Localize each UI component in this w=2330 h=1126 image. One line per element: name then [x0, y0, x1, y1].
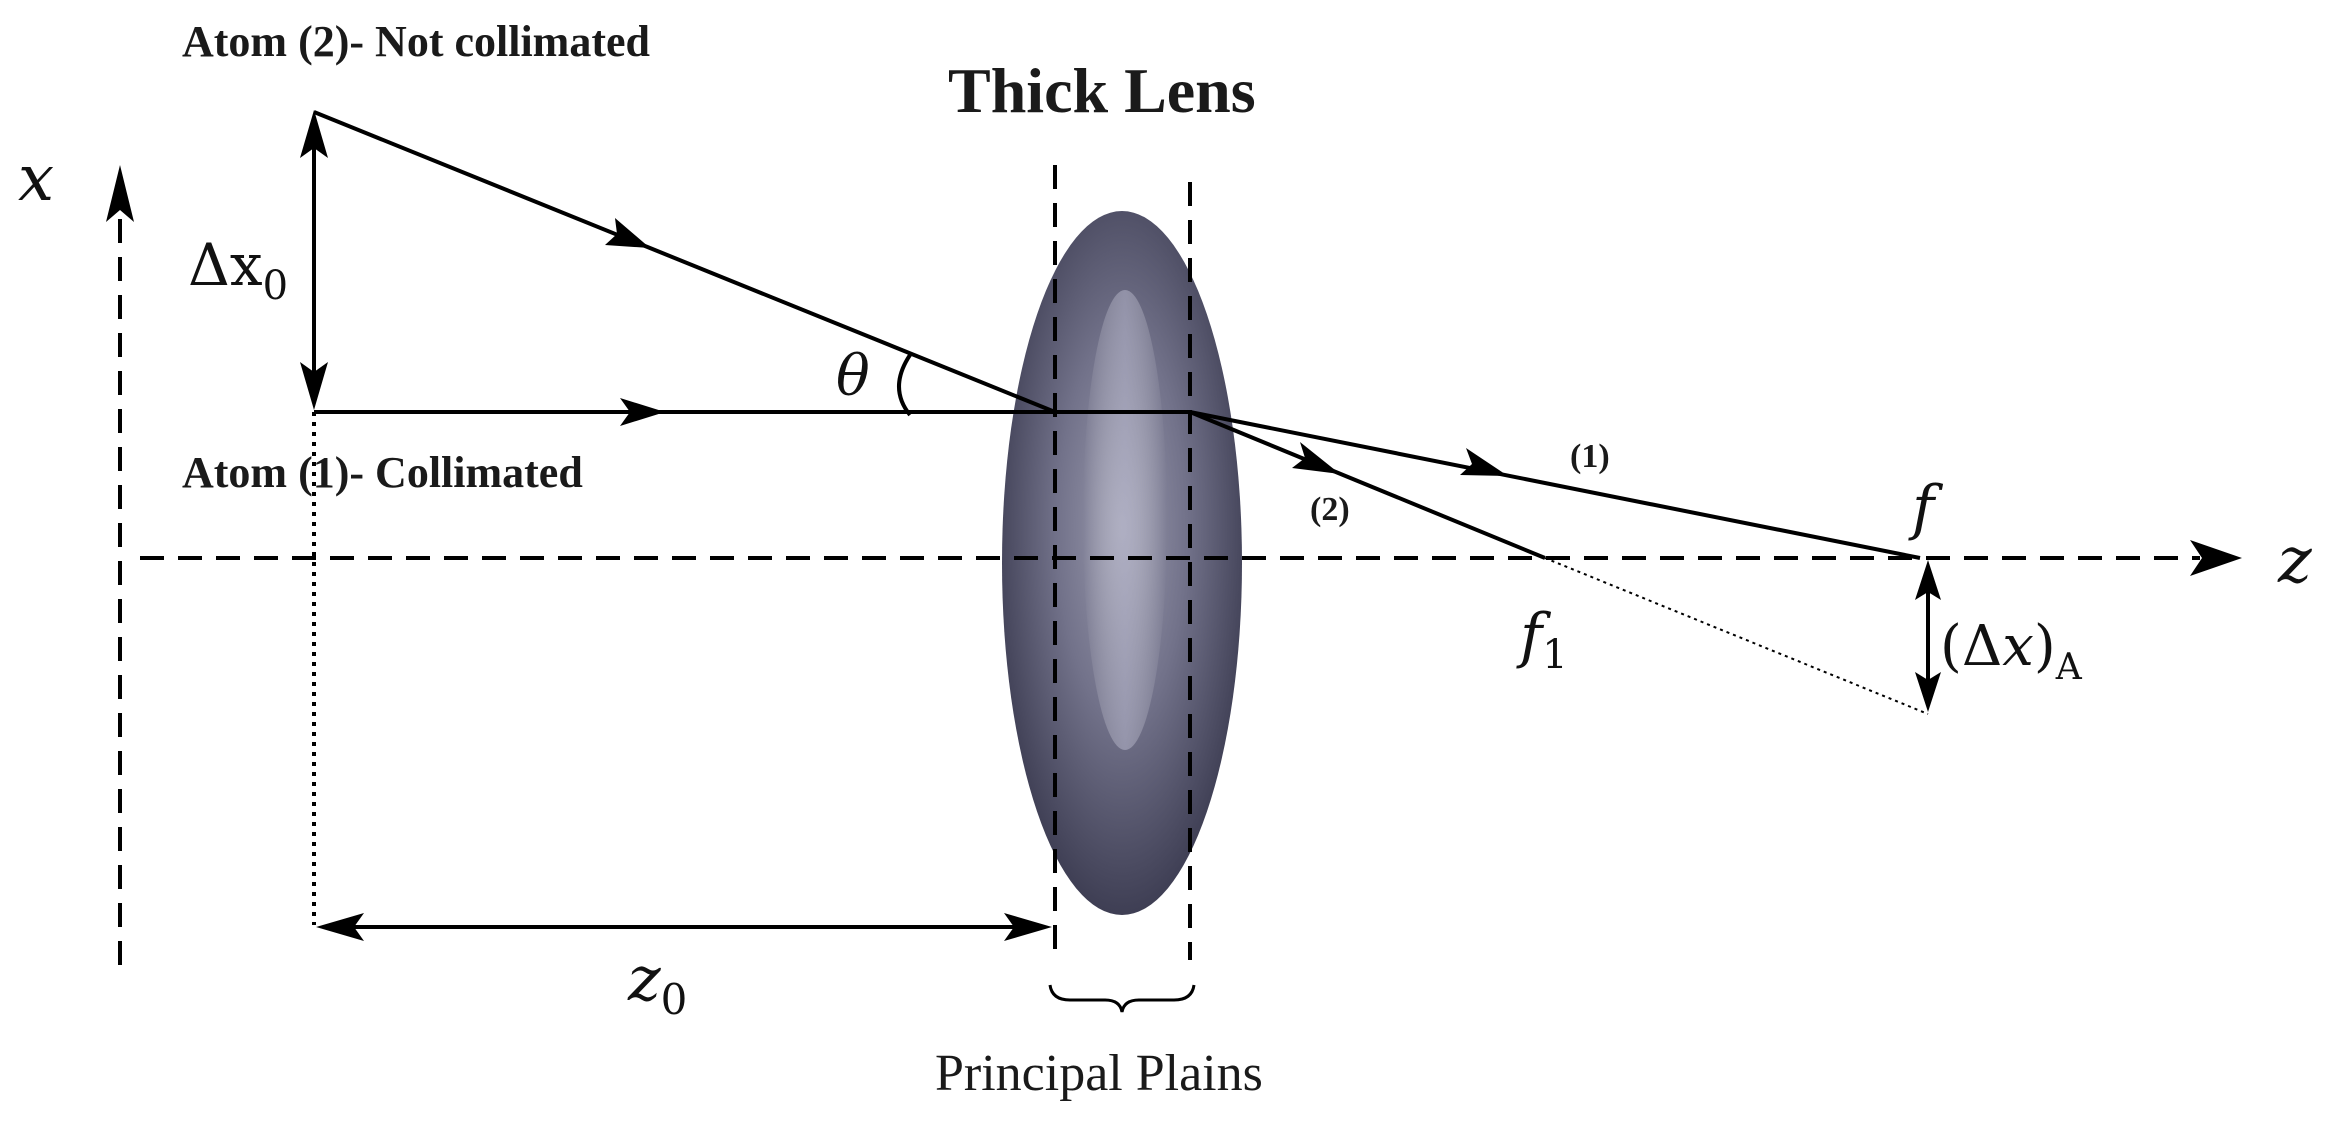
z0-subscript: 0 [661, 975, 688, 1024]
f-label: f [1908, 473, 1944, 543]
z-axis-arrowhead [2190, 540, 2242, 576]
delta-xA-arrowhead-bottom [1915, 672, 1941, 712]
delta-xA-close: ) [2034, 614, 2056, 679]
f1-label: f1 [1516, 601, 1568, 678]
lens-highlight [1083, 290, 1167, 750]
principal-planes-brace [1048, 984, 1196, 1013]
ray2-direction-arrow [605, 218, 650, 248]
ray1-direction-arrow [620, 398, 665, 426]
ray2-outgoing [1189, 410, 1546, 560]
ray1-label: (1) [1570, 438, 1610, 475]
delta-x0-arrowhead-bottom [300, 362, 328, 410]
z0-arrowhead-left [316, 913, 364, 941]
atom1-label: Atom (1)- Collimated [182, 448, 583, 497]
delta-xA-arrowhead-top [1915, 560, 1941, 600]
delta-x0-subscript: 0 [263, 263, 288, 309]
delta-xA-subscript: A [2055, 647, 2083, 688]
delta-x0-label: Δx0 [188, 231, 288, 309]
theta-angle-arc [897, 353, 912, 417]
delta-x0-symbol: Δx [188, 231, 263, 299]
z-axis-label: z [2277, 524, 2313, 598]
x-axis-arrowhead [106, 165, 134, 222]
ray1-outgoing-arrow [1460, 448, 1508, 476]
ray2-outgoing-arrow [1292, 442, 1340, 474]
delta-xA-var: x [2002, 614, 2034, 679]
delta-xA-open: (Δ [1940, 614, 2002, 679]
z0-label: z0 [627, 942, 687, 1024]
theta-label: θ [836, 344, 870, 409]
x-axis-label: x [18, 142, 54, 216]
diagram-title: Thick Lens [948, 55, 1256, 126]
principal-planes-label: Principal Plains [935, 1045, 1263, 1102]
ray1-outgoing [1189, 410, 1921, 560]
ray2-label: (2) [1310, 491, 1350, 528]
delta-xA-label: (Δx)A [1940, 614, 2083, 688]
f1-subscript: 1 [1542, 632, 1567, 678]
z0-arrowhead-right [1004, 913, 1052, 941]
atom2-label: Atom (2)- Not collimated [182, 17, 650, 66]
z0-symbol: z [627, 942, 661, 1015]
ray2-extension-dotted [1544, 557, 1929, 715]
delta-x0-arrowhead-top [300, 110, 328, 158]
ray2-incoming [313, 110, 1056, 414]
